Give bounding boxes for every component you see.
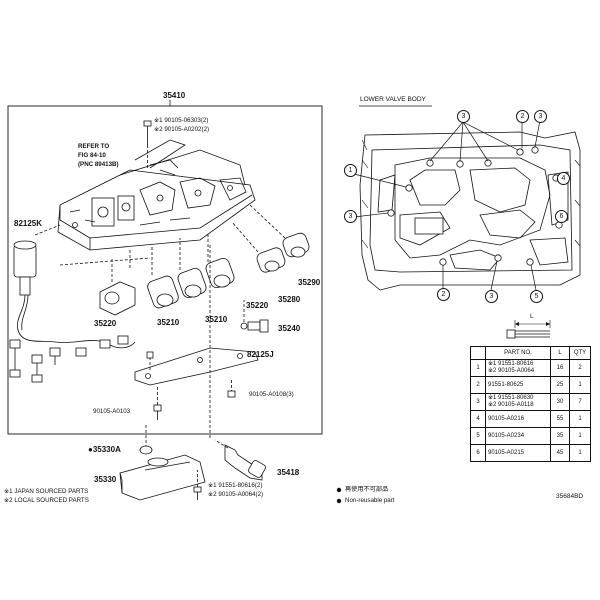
part-label-35220-left: 35220 [94,319,117,328]
header-qty: QTY [569,346,591,360]
part-label-35220-right: 35220 [246,301,269,310]
part-label-35330: 35330 [94,475,117,484]
row-part-no: ※1 91551-80616 ※2 90105-A0064 [485,359,551,377]
row-part-no: 91551-80625 [485,376,551,394]
row-index: 1 [470,359,486,377]
bottom-bolt-icon [193,470,202,500]
callout-5-bottom: 5 [530,290,543,303]
table-row: 3 ※1 91551-80630 ※2 90105-A0118 30 7 [470,393,591,411]
header-index [470,346,486,360]
callout-3-bottom: 3 [485,290,498,303]
row-index: 6 [470,444,486,462]
part-label-82125j: 82125J [247,350,274,359]
o-ring-icon [139,445,153,455]
solenoid-35210-b-icon [177,238,207,299]
part-35240-icon [240,300,269,333]
refer-line-1: REFER TO [78,143,110,150]
row-index: 5 [470,427,486,445]
header-length: L [550,346,570,360]
part-label-35410: 35410 [163,91,186,100]
row-length: 25 [550,376,570,394]
row-part-no: 90105-A0234 [485,427,551,445]
row-part-no: 90105-A0216 [485,410,551,428]
row-length: 30 [550,393,570,411]
strainer-35330-icon [119,454,206,501]
row-qty: 2 [569,359,591,377]
solenoid-35220-left-icon [99,258,136,316]
bolt-a0108-icon [227,380,236,398]
header-part-no: PART NO. [485,346,551,360]
row-qty: 1 [569,410,591,428]
bolt-dimension-icon [506,320,551,339]
bolt-length-label: L [530,313,534,320]
figure-code: 35684BD [556,493,584,500]
solenoid-82125k-icon [9,224,136,383]
bolt-table-header: PART NO. L QTY [470,346,591,360]
row-qty: 1 [569,427,591,445]
valve-body-icon [57,139,256,251]
legend-non-reusable-jp: 再使用不可部品 [345,486,389,493]
row-part-no: 90105-A0215 [485,444,551,462]
callout-2-top: 2 [516,110,529,123]
part-label-35240: 35240 [278,324,301,333]
row-qty: 1 [569,444,591,462]
row-qty: 7 [569,393,591,411]
top-bolt-icon [143,120,152,168]
solenoid-35220-right-icon [205,232,235,289]
table-row: 1 ※1 91551-80616 ※2 90105-A0064 16 2 [470,359,591,377]
callout-3-top: 3 [457,110,470,123]
callout-4: 4 [557,172,570,185]
row-index: 3 [470,393,486,411]
wire-plate-82125j-icon [134,347,259,386]
table-row: 2 91551-80625 25 1 [470,376,591,394]
bolt-bottom-label-1: ※1 91551-80616(2) [208,482,263,489]
part-label-35290: 35290 [298,278,321,287]
callout-2-bottom: 2 [437,288,450,301]
table-row: 6 90105-A0215 45 1 [470,444,591,462]
row-length: 45 [550,444,570,462]
bolt-a0103-label: 90105-A0103 [93,408,131,415]
sensor-35418-icon [214,439,266,481]
bolt-top-label-2: ※2 90105-A0202(2) [154,126,210,133]
footnote-local: ※2 LOCAL SOURCED PARTS [4,497,89,504]
part-label-35418: 35418 [277,468,300,477]
callout-leaders [353,119,564,291]
part-label-35280: 35280 [278,295,301,304]
refer-line-3: (PNC 89413B) [78,161,119,168]
refer-line-2: FIG 84-10 [78,152,106,159]
callout-3-top-right: 3 [534,110,547,123]
callout-3-left: 3 [344,210,357,223]
callout-1: 1 [344,164,357,177]
footnote-japan: ※1 JAPAN SOURCED PARTS [4,488,89,495]
bolt-table: PART NO. L QTY 1 ※1 91551-80616 ※2 90105… [470,346,591,462]
bolt-bottom-label-2: ※2 90105-A0064(2) [208,491,264,498]
legend-non-reusable-en: Non-reusable part [345,497,395,504]
row-length: 55 [550,410,570,428]
part-label-35210-a: 35210 [157,318,180,327]
row-index: 4 [470,410,486,428]
row-part-no: ※1 91551-80630 ※2 90105-A0118 [485,393,551,411]
row-qty: 1 [569,376,591,394]
callout-6-right: 6 [555,210,568,223]
table-row: 5 90105-A0234 35 1 [470,427,591,445]
lower-valve-body-title: LOWER VALVE BODY [360,96,426,103]
row-index: 2 [470,376,486,394]
bolt-top-label-1: ※1 90105-06303(2) [154,117,209,124]
solenoid-35210-a-icon [147,245,179,309]
bolt-a0103-icon [153,385,162,420]
table-row: 4 90105-A0216 55 1 [470,410,591,428]
solenoid-35290-icon [249,204,310,258]
row-length: 16 [550,359,570,377]
lower-valve-body-icon [359,131,581,291]
part-label-35330a: ●35330A [88,445,121,454]
row-length: 35 [550,427,570,445]
assembly-frame [7,105,323,435]
part-label-35210-b: 35210 [205,315,228,324]
part-label-82125k: 82125K [14,219,43,228]
bolt-a0108-label: 90105-A0108(3) [249,391,294,398]
solenoid-35280-icon [231,221,286,273]
